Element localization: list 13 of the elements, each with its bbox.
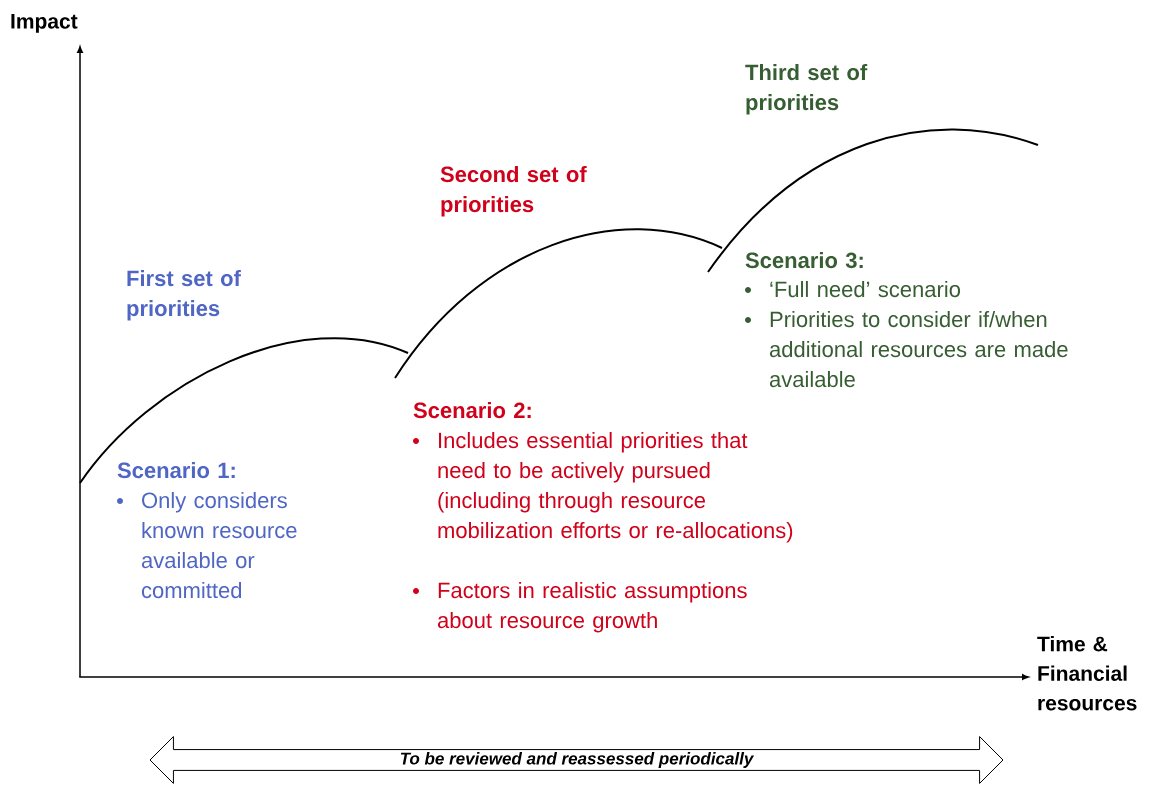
- bullet-item: Factors in realistic assumptions about resource growth: [437, 582, 747, 633]
- bullet-item: ‘Full need’ scenario: [770, 281, 960, 298]
- axis-label: Impact: [11, 14, 78, 33]
- heading: Scenario 2:: [413, 402, 531, 419]
- heading: First set of priorities: [127, 270, 241, 321]
- heading: Scenario 1:: [117, 462, 235, 479]
- heading: Scenario 3:: [745, 252, 863, 269]
- axis-label: Time & Financial resources: [1037, 636, 1137, 711]
- bullet-item: Priorities to consider if/when additional resources are made available: [769, 311, 1068, 388]
- bullet-item: Only considers known resource available or committed: [141, 492, 297, 599]
- heading: Third set of priorities: [745, 64, 868, 115]
- bullet-item: Includes essential priorities that need to be actively pursued (including through resource mobilization efforts or re-allocations): [438, 432, 793, 543]
- heading: Second set of priorities: [440, 166, 587, 217]
